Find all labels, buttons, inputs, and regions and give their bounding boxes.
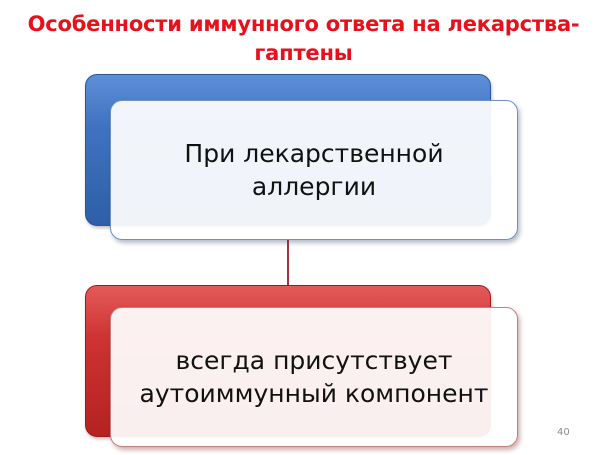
diagram-node-2-text: всегда присутствует аутоиммунный компоне…	[140, 344, 489, 410]
diagram-node-1: При лекарственной аллергии	[110, 100, 518, 240]
diagram-node-1-line-1: При лекарственной	[184, 139, 444, 168]
diagram-node-2: всегда присутствует аутоиммунный компоне…	[110, 307, 518, 447]
diagram-node-2-line-1: всегда присутствует	[175, 346, 453, 375]
slide-title: Особенности иммунного ответа на лекарств…	[20, 10, 587, 68]
slide-title-line-2: гаптены	[254, 41, 353, 65]
diagram-node-1-text: При лекарственной аллергии	[184, 137, 443, 203]
diagram-connector	[287, 240, 289, 290]
page-number: 40	[557, 427, 570, 438]
diagram-node-1-line-2: аллергии	[251, 172, 377, 201]
slide-title-line-1: Особенности иммунного ответа на лекарств…	[27, 12, 580, 36]
diagram-node-2-line-2: аутоиммунный компонент	[139, 379, 489, 408]
